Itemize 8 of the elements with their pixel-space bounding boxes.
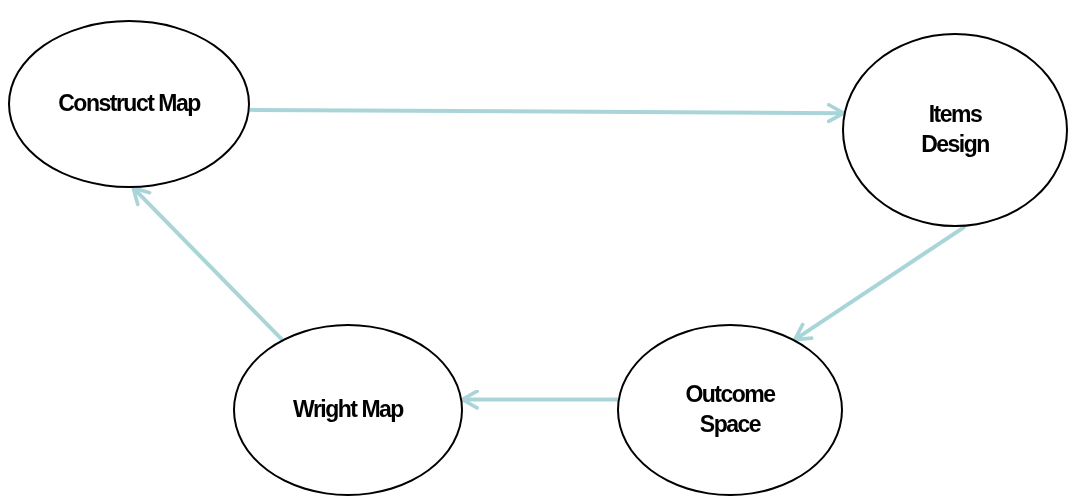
arrow <box>131 186 284 341</box>
node-label: Wright Map <box>293 395 403 425</box>
arrow <box>249 102 846 124</box>
node-label: Items Design <box>920 100 990 159</box>
arrow <box>460 389 618 410</box>
node-label: Outcome Space <box>684 380 777 439</box>
node-label: Construct Map <box>58 89 200 119</box>
arrow <box>793 224 966 342</box>
